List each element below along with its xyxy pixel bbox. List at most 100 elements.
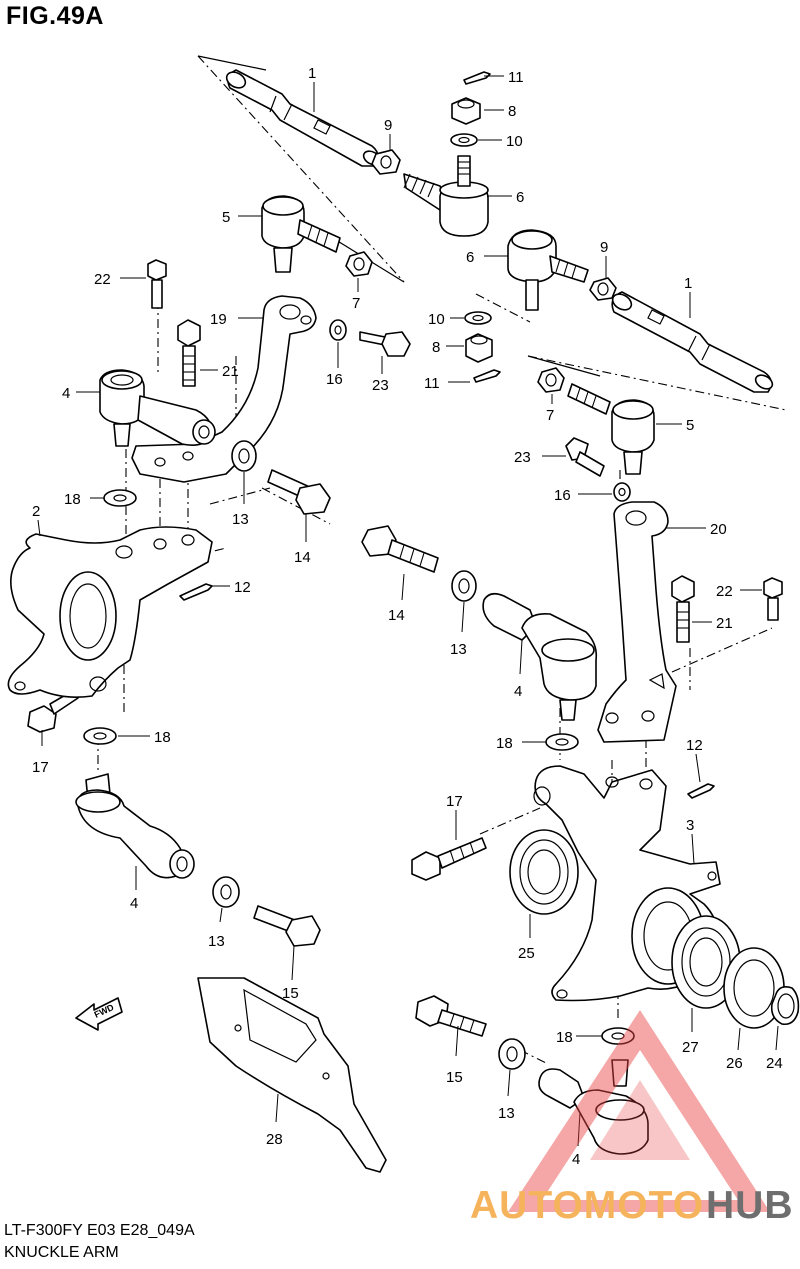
- callout-label: 22: [94, 271, 111, 288]
- bolt-15-right: [415, 995, 487, 1037]
- callout-label: 10: [506, 133, 523, 150]
- knuckle-arm-19: [131, 295, 317, 483]
- section-name: KNUCKLE ARM: [4, 1244, 119, 1261]
- callout-label: 2: [32, 503, 40, 520]
- washer-18-b: [83, 727, 117, 745]
- callout-label: 20: [710, 521, 727, 538]
- callout-label: 4: [514, 683, 522, 700]
- castle-nut-8-lower: [465, 333, 493, 363]
- callout-label: 27: [682, 1039, 699, 1056]
- cotter-pin-11-lower: [473, 369, 501, 383]
- bolt-15-left: [253, 905, 321, 947]
- tie-rod-end-4-c: [75, 773, 195, 879]
- tie-rod-left: [225, 69, 382, 167]
- callout-label: 21: [222, 363, 239, 380]
- callout-label: 7: [546, 407, 554, 424]
- lock-nut-7-lower: [537, 367, 565, 393]
- bolt-22-right: [763, 577, 783, 621]
- cotter-pin-12-right: [687, 783, 715, 799]
- bolt-14-upper: [267, 469, 331, 515]
- callout-label: 6: [516, 189, 524, 206]
- callout-label: 12: [234, 579, 251, 596]
- washer-10-upper: [450, 133, 478, 147]
- model-code: LT-F300FY E03 E28_049A: [4, 1222, 195, 1239]
- callout-label: 18: [154, 729, 171, 746]
- callout-label: 10: [428, 311, 445, 328]
- callout-label: 11: [508, 69, 524, 86]
- callout-label: 11: [424, 375, 440, 392]
- bushing-13-b: [451, 570, 477, 602]
- callout-label: 4: [572, 1151, 580, 1168]
- bolt-14-lower: [361, 525, 439, 573]
- callout-label: 16: [554, 487, 571, 504]
- figure-title: FIG.49A: [6, 2, 104, 30]
- callout-label: 5: [686, 417, 694, 434]
- washer-18-a: [103, 489, 137, 507]
- callout-label: 13: [232, 511, 249, 528]
- washer-16-upper: [329, 319, 347, 341]
- callout-label: 14: [294, 549, 311, 566]
- callout-label: 13: [450, 641, 467, 658]
- callout-label: 19: [210, 311, 227, 328]
- callout-label: 16: [326, 371, 343, 388]
- ball-joint-5-upper: [261, 195, 341, 273]
- arrow-left-icon: [75, 997, 123, 1031]
- watermark-text-secondary: HUB: [706, 1184, 794, 1227]
- callout-label: 1: [308, 65, 316, 82]
- lock-nut-9-lower: [589, 277, 617, 301]
- callout-label: 17: [446, 793, 463, 810]
- callout-label: 18: [496, 735, 513, 752]
- steering-knuckle-2: [7, 526, 213, 698]
- callout-label: 26: [726, 1055, 743, 1072]
- bolt-22-left: [147, 259, 167, 309]
- callout-label: 22: [716, 583, 733, 600]
- lock-nut-9-upper: [371, 149, 401, 175]
- callout-label: 13: [498, 1105, 515, 1122]
- watermark-text-primary: AUTOMOTO: [470, 1184, 704, 1227]
- part-callouts: 1 11 8 10 9 6 5 22 7 6 9 1 19 10 8 16 23…: [32, 65, 783, 1168]
- callout-label: 15: [446, 1069, 463, 1086]
- tie-rod-end-4-b: [482, 592, 598, 721]
- callout-label: 9: [384, 117, 392, 134]
- cotter-pin-11-upper: [463, 71, 491, 85]
- bolt-17-right: [411, 837, 487, 881]
- ball-joint-5-lower: [567, 383, 655, 475]
- bushing-13-d: [498, 1038, 526, 1070]
- callout-label: 24: [766, 1055, 783, 1072]
- callout-label: 13: [208, 933, 225, 950]
- watermark-triangle-icon: [508, 1010, 770, 1212]
- oil-seal-26: [723, 947, 785, 1029]
- callout-label: 6: [466, 249, 474, 266]
- oil-seal-25: [509, 829, 579, 915]
- bolt-21-left: [177, 319, 201, 387]
- knuckle-guard-28: [197, 977, 387, 1173]
- bolt-23-upper: [359, 331, 411, 357]
- callout-label: 4: [130, 895, 138, 912]
- bushing-13-a: [231, 440, 257, 472]
- lock-nut-7-upper: [345, 251, 373, 277]
- callout-label: 9: [600, 239, 608, 256]
- callout-label: 1: [684, 275, 692, 292]
- callout-label: 23: [514, 449, 531, 466]
- knuckle-arm-20: [597, 501, 677, 743]
- washer-16-lower: [613, 482, 631, 502]
- callout-label: 7: [352, 295, 360, 312]
- automotohub-watermark: AUTOMOTO HUB: [470, 1010, 794, 1227]
- callout-label: 4: [62, 385, 70, 402]
- callout-label: 14: [388, 607, 405, 624]
- callout-label: 12: [686, 737, 703, 754]
- bolt-23-lower: [565, 437, 605, 477]
- castle-nut-8-upper: [451, 97, 481, 125]
- tie-rod-end-6-lower: [507, 229, 589, 311]
- callout-label: 18: [64, 491, 81, 508]
- bolt-21-right: [671, 575, 695, 643]
- cotter-pin-12-left: [179, 583, 213, 601]
- callout-label: 5: [222, 209, 230, 226]
- bushing-13-c: [212, 876, 240, 908]
- callout-label: 25: [518, 945, 535, 962]
- callout-label: 8: [432, 339, 440, 356]
- callout-label: 23: [372, 377, 389, 394]
- tie-rod-end-6-upper: [403, 155, 489, 237]
- callout-label: 21: [716, 615, 733, 632]
